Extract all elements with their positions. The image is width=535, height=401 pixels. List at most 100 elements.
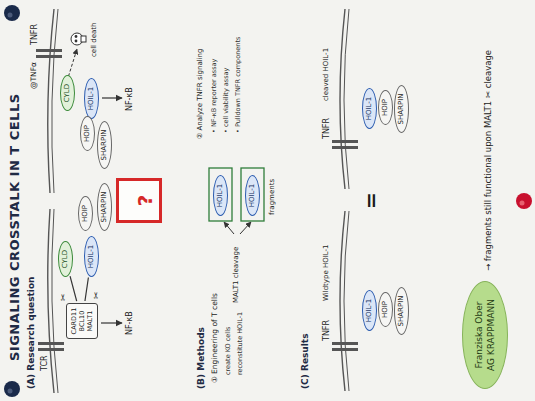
node-text: HOIP: [83, 124, 92, 143]
method-bullet: • NF-κB reporter assay: [211, 59, 218, 133]
node-text: CYLD: [61, 249, 70, 269]
fragment-box: [209, 168, 232, 221]
process-label: fragments: [268, 179, 276, 215]
scissors-symbol: ✂: [91, 291, 101, 299]
equals-sign: =: [360, 192, 383, 209]
protein-ellipse: HOIP: [80, 116, 95, 151]
cell-membrane: [344, 211, 349, 391]
signal-arrow: [101, 322, 122, 323]
cell-membrane: [344, 9, 349, 189]
protein-ellipse: HOIL-1: [362, 88, 377, 129]
receptor-symbol: [332, 146, 358, 149]
node-text: HOIL-1: [365, 96, 374, 121]
receptor-name: TCR: [40, 355, 49, 371]
node-text: HOIP: [381, 98, 390, 117]
receptor-name: TNFR: [322, 320, 331, 341]
magnet: [4, 381, 20, 397]
section-heading: (C) Results: [300, 333, 310, 389]
receptor-symbol: [332, 342, 358, 345]
section-heading: (A) Research question: [26, 277, 36, 390]
protein-ellipse: SHARPIN: [97, 183, 112, 231]
node-text: SHARPIN: [397, 295, 406, 327]
magnet: [516, 193, 532, 209]
node-text: SHARPIN: [100, 191, 109, 223]
protein-ellipse: HOIL-1: [362, 290, 377, 331]
connector-line: [85, 277, 88, 301]
receptor-symbol: [36, 49, 62, 52]
node-text: CARD11: [70, 307, 78, 335]
protein-ellipse: HOIL-1: [245, 175, 260, 216]
node-text: MALT1: [86, 307, 94, 335]
node-text: HOIL-1: [365, 298, 374, 323]
node-text: HOIP: [81, 204, 90, 223]
receptor-symbol: [332, 140, 358, 143]
node-text: HOIL-1: [248, 183, 257, 208]
magnet-highlight: [8, 389, 13, 394]
protein-ellipse: SHARPIN: [97, 121, 112, 169]
receptor-symbol: [38, 348, 64, 351]
poster-title: SIGNALING CROSSTALK IN T CELLS: [7, 93, 22, 361]
section-heading: (B) Methods: [196, 327, 206, 389]
connector-line: [70, 276, 77, 301]
fragment-box: [241, 168, 264, 221]
author-label: Franziska OberAG KRAPPMANN: [462, 281, 508, 389]
protein-ellipse: SHARPIN: [394, 85, 409, 133]
complex-box: CARD11BCL10MALT1: [66, 303, 98, 339]
node-text: SHARPIN: [100, 129, 109, 161]
method-note: create KO cells: [225, 327, 232, 375]
node-text: SHARPIN: [397, 93, 406, 125]
method-bullet: • cell viability assay: [223, 68, 230, 133]
cleavage-arrow: [240, 222, 251, 234]
condition-label: Wildtype HOIL-1: [322, 244, 330, 301]
skull-jaw: [81, 36, 86, 42]
pathway-name: NF-κB: [125, 87, 134, 111]
question-box: ?: [116, 178, 162, 223]
node-text: Franziska Ober: [473, 298, 485, 372]
outcome-label: cell death: [90, 23, 98, 58]
protein-ellipse: HOIL-1: [84, 236, 99, 277]
node-text: AG KRAPPMANN: [485, 298, 497, 372]
magnet: [4, 5, 20, 21]
method-note: reconstitute HOIL-1: [237, 312, 244, 375]
node-text: ?: [133, 191, 157, 210]
method-bullet: • Pulldown TNFR components: [235, 37, 242, 133]
receptor-name: TNFR: [322, 118, 331, 139]
node-text: HOIL-1: [87, 244, 96, 269]
cell-membrane: [52, 9, 58, 193]
scissors-symbol: ✂: [58, 293, 68, 301]
condition-label: cleaved HOIL-1: [322, 48, 330, 101]
receptor-symbol: [332, 348, 358, 351]
protein-ellipse: SHARPIN: [394, 287, 409, 335]
receptor-symbol: [36, 55, 62, 58]
node-text: CYLD: [63, 83, 72, 103]
method-step: ② Analyze TNFR signaling: [196, 49, 204, 139]
signal-arrow: [102, 97, 122, 98]
process-label: MALT1 cleavage: [232, 247, 240, 303]
node-text: HOIL-1: [216, 183, 225, 208]
magnet-highlight: [520, 201, 525, 206]
protein-ellipse: HOIP: [378, 90, 393, 125]
receptor-symbol: [38, 342, 64, 345]
cleavage-arrow: [224, 222, 234, 234]
pathway-name: NF-κB: [125, 311, 134, 335]
node-text: HOIP: [381, 300, 390, 319]
conclusion-text: → fragments still functional upon MALT1 …: [484, 50, 494, 271]
node-text: BCL10: [78, 307, 86, 335]
protein-ellipse: HOIL-1: [213, 175, 228, 216]
protein-ellipse: HOIP: [378, 292, 393, 327]
cell-membrane: [52, 209, 58, 393]
protein-ellipse: CYLD: [60, 75, 75, 111]
method-step: ① Engineering of T cells: [211, 293, 220, 383]
receptor-name: TNFR: [30, 24, 39, 45]
protein-ellipse: HOIL-1: [84, 78, 99, 119]
protein-ellipse: CYLD: [58, 241, 73, 277]
cell-membrane: [48, 9, 54, 193]
ligand-name: @TNFα: [30, 62, 39, 89]
skull-eye: [75, 40, 78, 43]
protein-ellipse: HOIP: [78, 196, 93, 231]
magnet-highlight: [8, 13, 13, 18]
skull-eye: [75, 35, 78, 38]
node-text: HOIL-1: [87, 86, 96, 111]
